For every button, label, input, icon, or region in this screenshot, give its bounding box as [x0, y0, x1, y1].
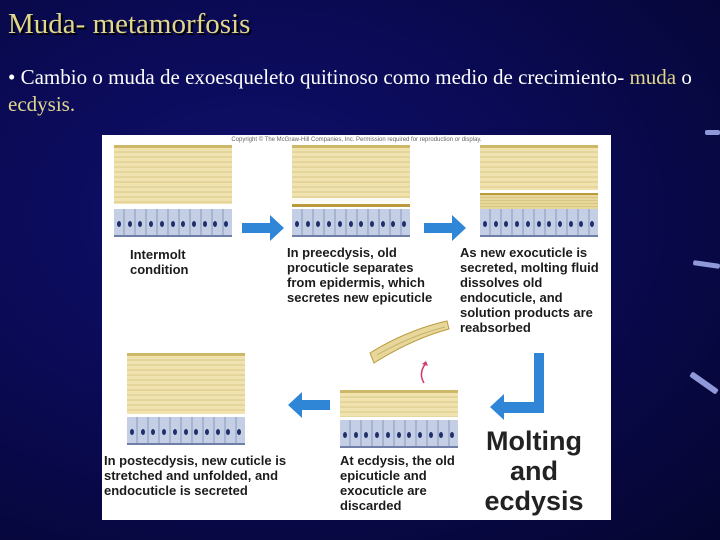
molting-figure: Copyright © The McGraw-Hill Companies, I… — [102, 135, 611, 520]
right-arrow-icon — [424, 215, 466, 241]
bullet-part1: • Cambio o muda de exoesqueleto quitinos… — [8, 65, 624, 89]
discarded-cuticle — [370, 321, 449, 363]
slide-title: Muda- metamorfosis — [8, 8, 250, 41]
bullet-mid: o — [681, 65, 692, 89]
decor-streak — [689, 371, 719, 394]
figure-arrows — [102, 135, 611, 520]
left-arrow-icon — [288, 392, 330, 418]
decor-streak — [693, 260, 720, 269]
down-left-arrow-icon — [490, 353, 544, 420]
term-ecdysis: ecdysis. — [8, 92, 75, 116]
bullet-text: • Cambio o muda de exoesqueleto quitinos… — [8, 64, 708, 118]
term-muda: muda — [629, 65, 676, 89]
right-arrow-icon — [242, 215, 284, 241]
decor-streak — [705, 130, 720, 135]
curved-arrow-icon — [421, 361, 428, 383]
